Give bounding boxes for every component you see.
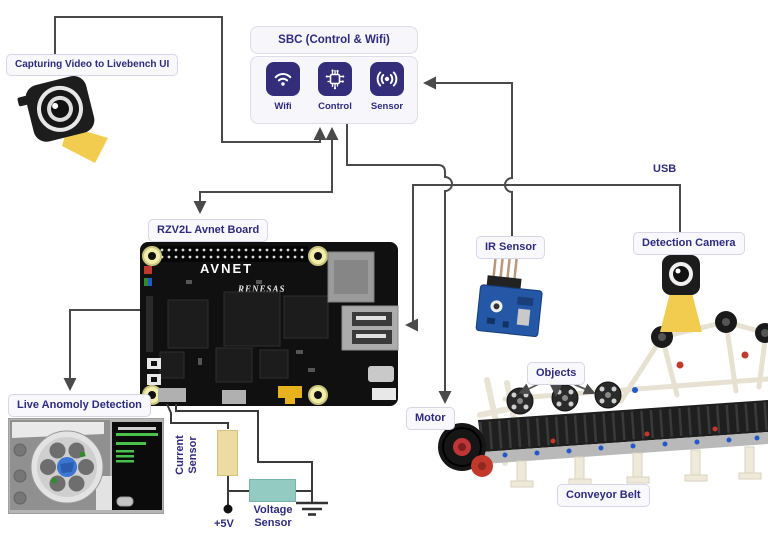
renesas-logo: RENESAS	[237, 284, 286, 294]
wire-board-to-live-view	[63, 309, 140, 391]
legs	[510, 446, 762, 488]
wire-ir-to-sbc	[423, 76, 513, 236]
truss-gears	[632, 311, 768, 393]
yellow-connector	[278, 386, 302, 404]
wifi-label: Wifi	[274, 101, 292, 112]
live-anomaly-caption: Live Anomoly Detection	[8, 394, 151, 417]
ir-sensor-caption: IR Sensor	[476, 236, 546, 259]
motor-wheel	[438, 423, 493, 477]
voltage-sensor-label: Voltage Sensor	[253, 504, 293, 529]
passives	[186, 280, 315, 372]
wire-usb-camera-to-board	[405, 184, 681, 332]
rzv2l-board-caption: RZV2L Avnet Board	[148, 219, 269, 242]
capturing-video-caption: Capturing Video to Livebench UI	[6, 54, 179, 76]
voltage-sensor-block	[249, 479, 296, 502]
object-wheels	[506, 381, 622, 415]
rail-pins-red	[550, 426, 718, 444]
sensor-label: Sensor	[370, 101, 404, 112]
led-red	[144, 266, 152, 274]
ir-sensor-module	[475, 253, 543, 338]
wire-sbc-board-bidirectional	[193, 127, 339, 214]
chip-icon	[325, 69, 345, 90]
micro-usb	[368, 366, 394, 382]
led-blue	[148, 278, 152, 286]
hdmi-connector	[222, 390, 246, 404]
chips	[159, 291, 329, 383]
white-connector	[372, 388, 396, 400]
ground-symbol	[296, 501, 328, 516]
plus5v-label: +5V	[214, 518, 234, 530]
led-green	[144, 278, 148, 286]
camera-beam	[660, 293, 702, 332]
bolts	[13, 443, 27, 505]
current-sensor-block	[217, 430, 238, 476]
console-panel	[112, 422, 162, 510]
belt-treads	[479, 402, 768, 450]
signal-icon	[376, 71, 398, 87]
rail-pins-blue	[502, 435, 760, 458]
control-label: Control	[318, 101, 352, 112]
pin-header	[160, 247, 306, 261]
usb-stack	[341, 305, 399, 351]
live-detection-screenshot	[8, 418, 164, 514]
rzv2l-board-photo: AVNET RENESAS	[140, 242, 399, 406]
objects-caption: Objects	[527, 362, 586, 385]
power-connector	[158, 388, 186, 402]
motor-caption: Motor	[406, 407, 455, 430]
current-sensor-label: Current Sensor	[174, 435, 199, 475]
sbc-title-card: SBC (Control & Wifi)	[250, 26, 418, 54]
wifi-icon	[274, 73, 292, 86]
side-header	[146, 296, 153, 352]
conveyor-belt-photo	[438, 311, 768, 488]
livebench-camera-icon	[17, 75, 108, 163]
avnet-logo: AVNET	[200, 261, 253, 276]
wifi-tile	[266, 62, 300, 96]
buttons	[147, 358, 161, 385]
sbc-title: SBC (Control & Wifi)	[278, 34, 390, 46]
reel-wheel	[30, 430, 104, 504]
power-circuit	[166, 403, 313, 507]
detection-camera-caption: Detection Camera	[633, 232, 745, 255]
conveyor-belt-caption: Conveyor Belt	[557, 484, 650, 507]
control-tile	[318, 62, 352, 96]
usb-label: USB	[653, 163, 677, 175]
wire-sbc-to-motor	[346, 122, 453, 404]
plus5v-node	[223, 504, 233, 514]
sensor-tile	[370, 62, 404, 96]
